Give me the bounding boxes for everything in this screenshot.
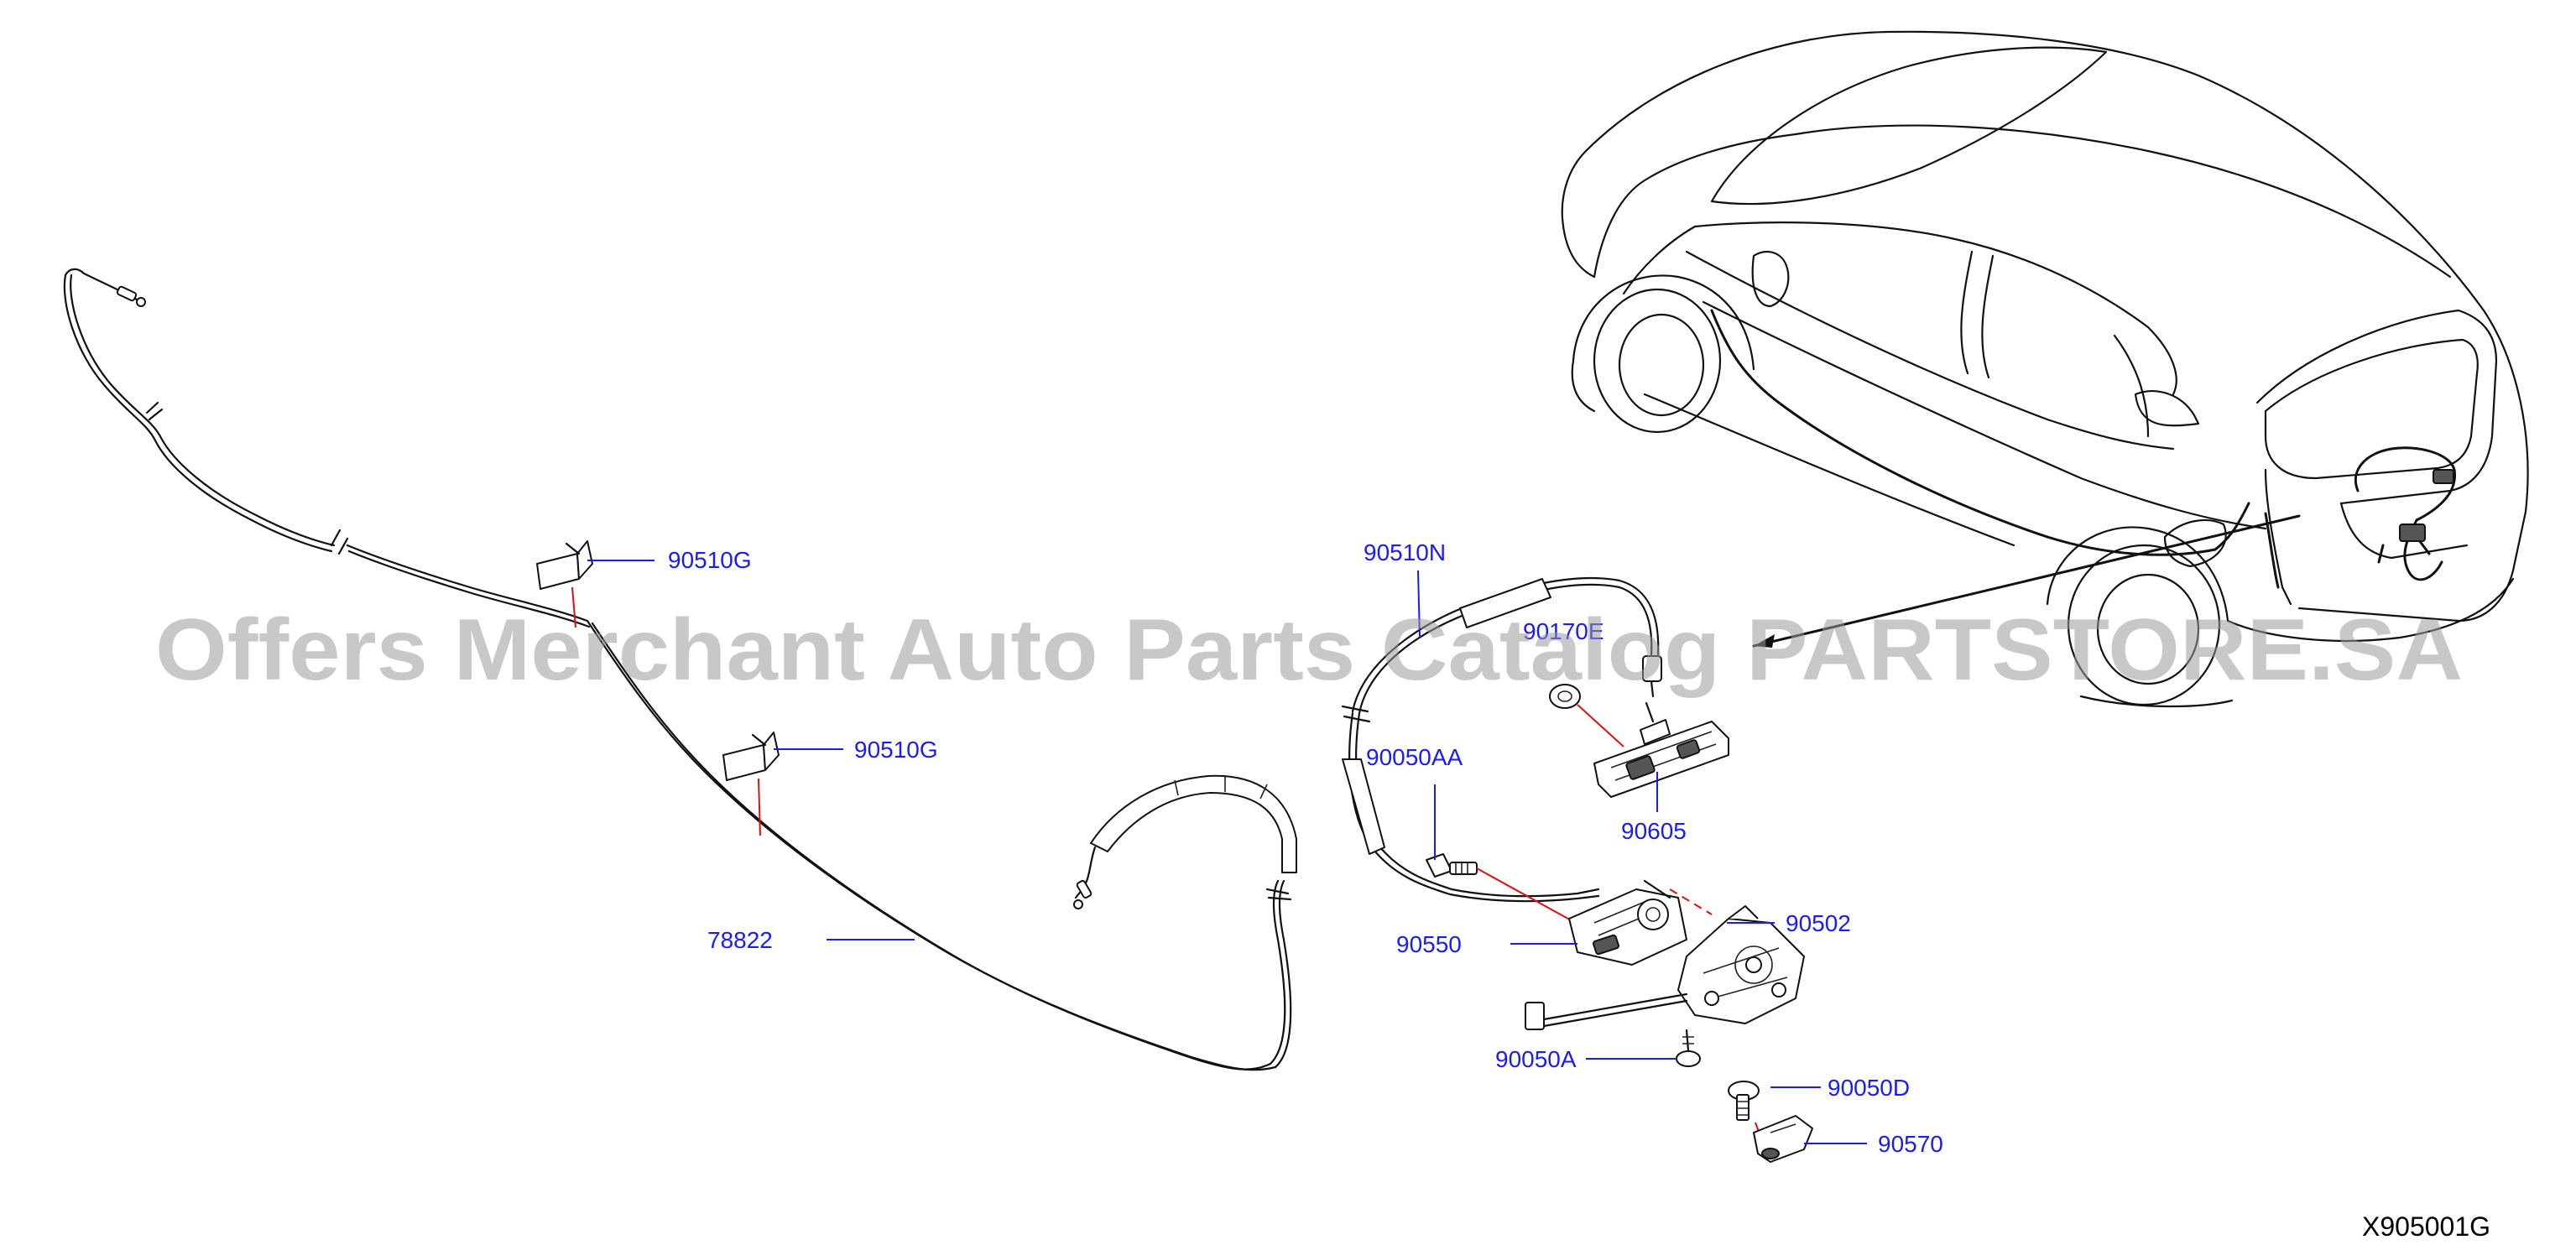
clip-90510g-lower <box>722 732 780 781</box>
callout-90050d[interactable]: 90050D <box>1828 1075 1910 1101</box>
striker-90570 <box>1753 1115 1813 1163</box>
callout-90050a[interactable]: 90050A <box>1495 1046 1577 1072</box>
callout-90550[interactable]: 90550 <box>1396 931 1462 957</box>
callout-90570[interactable]: 90570 <box>1878 1131 1943 1157</box>
callout-90510g-lower[interactable]: 90510G <box>854 737 938 763</box>
grommet <box>1549 684 1581 709</box>
callout-90510g-upper[interactable]: 90510G <box>668 547 752 573</box>
clip-90510g-upper <box>536 540 593 590</box>
watermark-text: Offers Merchant Auto Parts Catalog PARTS… <box>155 602 2463 699</box>
callout-90050aa[interactable]: 90050AA <box>1366 744 1463 770</box>
callout-90502[interactable]: 90502 <box>1786 910 1851 936</box>
cable-assembly <box>63 268 1297 1071</box>
handle-90605 <box>1593 701 1729 798</box>
vehicle-outline <box>1561 30 2529 708</box>
bolt-90050d <box>1728 1081 1760 1121</box>
callout-90605[interactable]: 90605 <box>1621 818 1687 844</box>
callout-90170e[interactable]: 90170E <box>1523 618 1604 644</box>
lock-90502 <box>1677 905 1805 1024</box>
tailgate-cable <box>1341 576 1662 903</box>
callout-78822[interactable]: 78822 <box>707 927 773 953</box>
bolt-90050a <box>1676 1029 1701 1067</box>
leader-lines <box>587 560 1867 1144</box>
actuator-90550 <box>1568 879 1687 966</box>
lock-rod <box>1525 992 1688 1030</box>
callout-90510n[interactable]: 90510N <box>1364 539 1446 565</box>
bolt-90050aa <box>1426 853 1478 878</box>
diagram-code: X905001G <box>2362 1211 2490 1242</box>
